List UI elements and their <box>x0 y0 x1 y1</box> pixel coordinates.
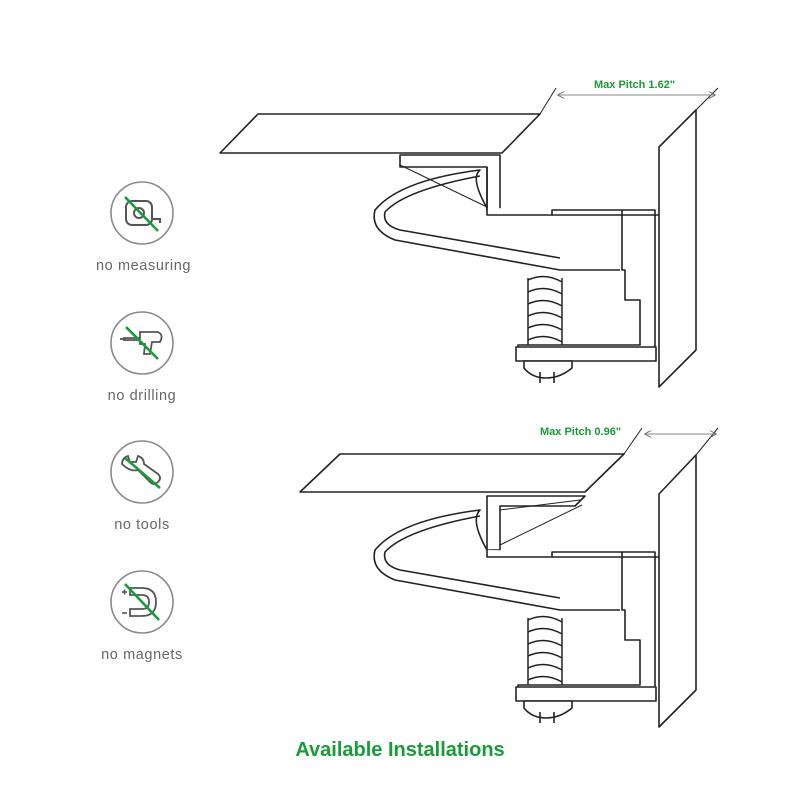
push-pin <box>523 360 573 379</box>
feature-label: no tools <box>114 517 170 533</box>
cabinet-top-panel <box>299 453 625 493</box>
cabinet-side-panel <box>658 454 697 728</box>
installation-top <box>219 87 719 388</box>
feature-label: no drilling <box>107 388 177 404</box>
latch-arm <box>373 509 620 611</box>
cabinet-side-panel <box>658 109 697 388</box>
pitch-label-top: Max Pitch 1.62" <box>594 79 675 91</box>
feature-label: no magnets <box>101 647 183 663</box>
feature-no-measuring: no measuring <box>96 179 192 274</box>
tape-measure-crossed-icon <box>110 181 174 245</box>
pitch-label-bottom: Max Pitch 0.96" <box>540 426 621 438</box>
feature-no-tools: no tools <box>96 438 188 533</box>
drill-crossed-icon <box>110 311 174 375</box>
feature-label: no measuring <box>96 258 192 274</box>
installation-bottom <box>299 427 719 728</box>
cabinet-top-panel <box>219 113 541 154</box>
latch-housing <box>486 550 656 701</box>
spring <box>527 272 563 345</box>
feature-no-drilling: no drilling <box>96 309 188 404</box>
spring <box>527 612 563 685</box>
latch-housing <box>486 208 656 361</box>
footer-title: Available Installations <box>295 739 505 761</box>
push-pin <box>523 700 573 719</box>
latch-arm <box>373 169 620 271</box>
catch-bracket <box>486 495 586 551</box>
magnet-crossed-icon <box>110 570 174 634</box>
feature-no-magnets: no magnets <box>96 568 188 663</box>
wrench-crossed-icon <box>110 440 174 504</box>
